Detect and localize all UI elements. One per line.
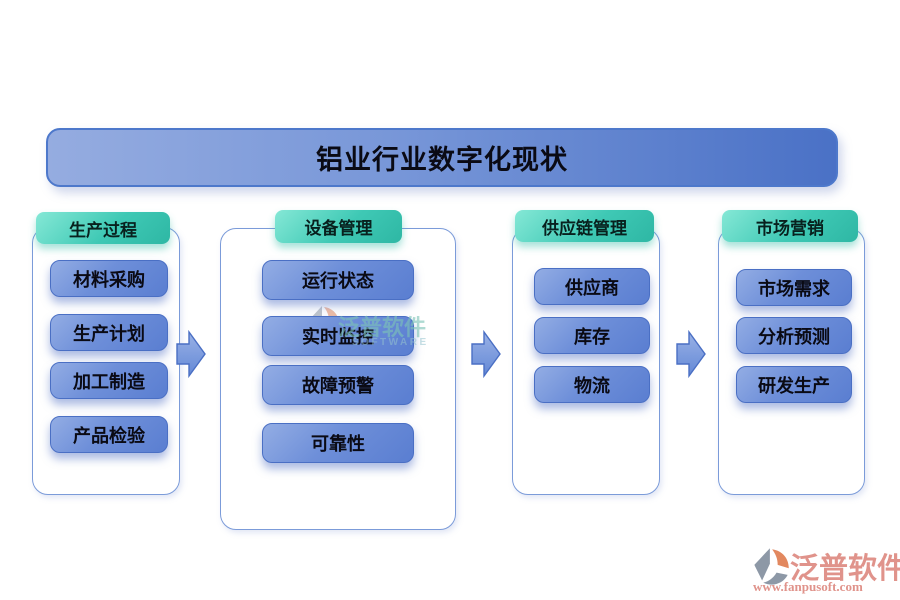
node-market-demand: 市场需求	[736, 269, 852, 306]
watermark-brand-subtext: SOFTWARE	[352, 337, 429, 348]
header-label: 生产过程	[69, 220, 137, 240]
node-product-inspection: 产品检验	[50, 416, 168, 453]
node-supplier: 供应商	[534, 268, 650, 305]
node-fault-warning: 故障预警	[262, 365, 414, 405]
header-label: 供应链管理	[542, 218, 627, 238]
node-rd-production: 研发生产	[736, 366, 852, 403]
header-marketing: 市场营销	[722, 210, 858, 242]
arrow-right-icon	[471, 330, 501, 378]
node-logistics: 物流	[534, 366, 650, 403]
node-material-procurement: 材料采购	[50, 260, 168, 297]
arrow-right-icon	[176, 330, 206, 378]
diagram-title-banner: 铝业行业数字化现状	[46, 128, 838, 187]
header-production-process: 生产过程	[36, 212, 170, 244]
node-analysis-forecast: 分析预测	[736, 317, 852, 354]
page-title: 铝业行业数字化现状	[316, 145, 568, 175]
header-equipment-management: 设备管理	[275, 210, 402, 243]
brand-name: 泛普软件	[790, 553, 900, 585]
header-label: 设备管理	[304, 219, 373, 238]
watermark-brand-text: 泛普软件	[338, 315, 427, 340]
node-processing-manufacture: 加工制造	[50, 362, 168, 399]
header-supply-chain: 供应链管理	[515, 210, 654, 242]
node-reliability: 可靠性	[262, 423, 414, 463]
node-realtime-monitoring: 实时监控	[262, 316, 414, 356]
header-label: 市场营销	[756, 218, 824, 238]
node-inventory: 库存	[534, 317, 650, 354]
arrow-right-icon	[676, 330, 706, 378]
node-production-plan: 生产计划	[50, 314, 168, 351]
brand-url: www.fanpusoft.com	[753, 579, 863, 594]
node-operating-status: 运行状态	[262, 260, 414, 300]
fanpu-logo-icon	[754, 548, 789, 585]
